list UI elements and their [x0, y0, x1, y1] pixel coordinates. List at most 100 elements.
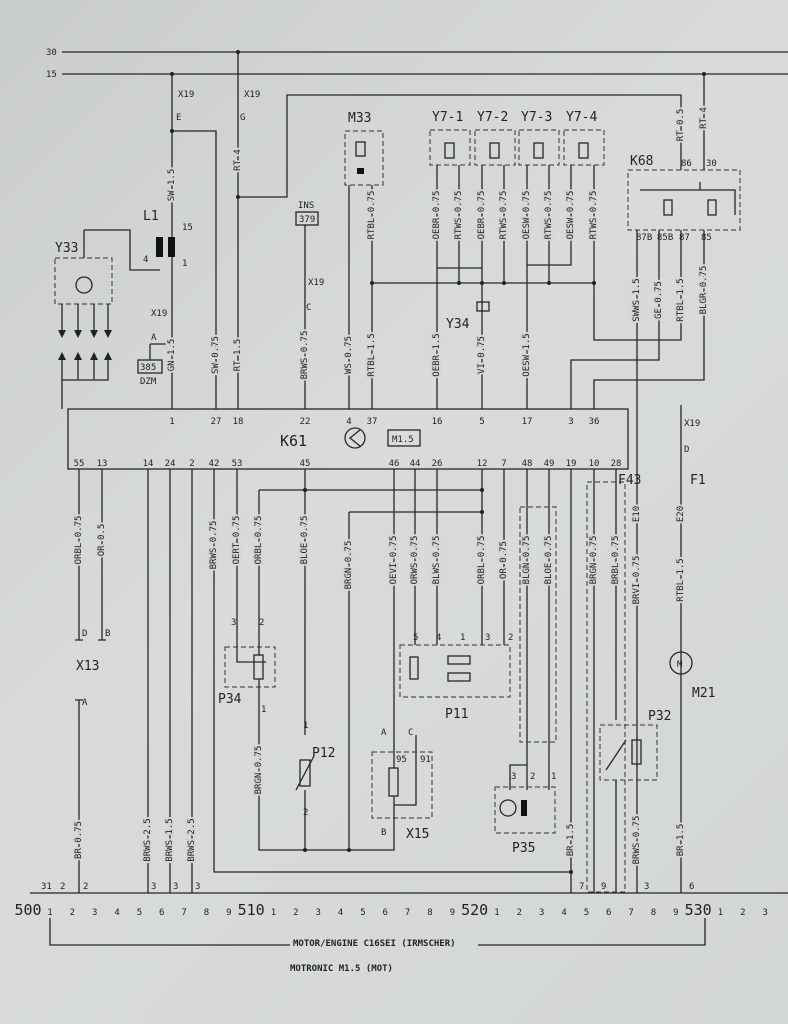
- ins-379-box: [295, 211, 319, 226]
- grid-number: 5: [137, 908, 142, 918]
- ecu-top-pin: 5: [479, 417, 484, 427]
- pin-label: 1: [303, 721, 308, 731]
- ecu-bottom-pin: 2: [189, 459, 194, 469]
- pin-label: A: [381, 728, 387, 738]
- wire-label: OEVI 0.75: [389, 536, 399, 585]
- k68-fuel-pump-relay: [627, 169, 741, 231]
- ecu-bottom-pin: 28: [611, 459, 622, 469]
- pin-label: 15: [182, 223, 193, 233]
- wire-label: RTWS 0.75: [454, 191, 464, 240]
- pin-label: 1: [460, 633, 465, 643]
- ecu-top-pin: 16: [432, 417, 443, 427]
- wire-label: OESW 1.5: [522, 333, 532, 376]
- pin-label: 91: [420, 755, 431, 765]
- component-label: P32: [648, 709, 671, 724]
- wire-label: SW 0.75: [211, 336, 221, 374]
- ecu-bottom-pin: 53: [232, 459, 243, 469]
- power-rails: 30 15: [30, 48, 788, 894]
- grid-number: 3: [92, 908, 97, 918]
- pin-label: X19: [684, 419, 700, 429]
- wire-label: RT 0.5: [676, 109, 686, 142]
- grid-number: 8: [204, 908, 209, 918]
- ecu-bottom-pin: 7: [501, 459, 506, 469]
- pin-label: DZM: [140, 377, 157, 387]
- x13-connector: [75, 639, 106, 701]
- pin-label: 2: [259, 618, 264, 628]
- wire-label: BRVI 0.75: [632, 556, 642, 605]
- dzm-box: [137, 359, 163, 374]
- grid-number: 7: [405, 908, 410, 918]
- wire-label: OEBR 0.75: [477, 191, 487, 240]
- wire-label: RTBL 0.75: [367, 191, 377, 240]
- grid-number: 520: [461, 901, 488, 919]
- ecu-top-pin: 37: [367, 417, 378, 427]
- grid-number: 2: [740, 908, 745, 918]
- pin-label: M: [677, 660, 683, 670]
- ecu-bottom-pin: 42: [209, 459, 220, 469]
- p35-crank-sensor: [494, 506, 557, 834]
- grid-number: 4: [338, 908, 343, 918]
- grid-number: 500: [14, 901, 41, 919]
- grid-number: 5: [360, 908, 365, 918]
- wire-label: ORBL 0.75: [254, 516, 264, 565]
- ground-pin-label: 2: [60, 882, 65, 892]
- wire-label: RTBL 1.5: [367, 333, 377, 376]
- component-label: P12: [312, 746, 335, 761]
- pin-label: 87B: [636, 233, 652, 243]
- grid-number: 3: [315, 908, 320, 918]
- p34-throttle-sensor: [224, 630, 276, 700]
- ecu-bottom-pin: 12: [477, 459, 488, 469]
- pin-label: 1: [182, 259, 187, 269]
- component-label: Y7-3: [521, 110, 552, 125]
- component-label: P11: [445, 707, 468, 722]
- component-label: Y33: [55, 241, 78, 256]
- ground-pin-label: 3: [173, 882, 178, 892]
- ecu-top-pin: 36: [589, 417, 600, 427]
- ecu-id: K61: [280, 432, 307, 450]
- component-label: K68: [630, 154, 653, 169]
- pin-label: 30: [706, 159, 717, 169]
- m21-fuel-pump-motor: [669, 651, 693, 675]
- grid-number: 9: [450, 908, 455, 918]
- y33-idle-actuator: [54, 257, 113, 409]
- ecu-bottom-pin: 19: [566, 459, 577, 469]
- wire-label: RTWS 0.75: [544, 191, 554, 240]
- component-label: Y7-1: [432, 110, 463, 125]
- wire-label: GE 0.75: [654, 281, 664, 319]
- pin-label: G: [240, 113, 245, 123]
- pin-label: C: [306, 303, 311, 313]
- grid-number: 7: [628, 908, 633, 918]
- rail-30-label: 30: [46, 48, 57, 58]
- component-label: Y34: [446, 317, 470, 332]
- pin-label: A: [151, 333, 157, 343]
- pin-label: 85B: [657, 233, 673, 243]
- pin-label: X19: [178, 90, 194, 100]
- pin-label: 5: [413, 633, 418, 643]
- wire-label: BRWS 0.75: [300, 331, 310, 380]
- grid-number: 2: [293, 908, 298, 918]
- pin-label: 2: [508, 633, 513, 643]
- wire-label: BRGN 0.75: [344, 541, 354, 590]
- ecu-bottom-pin: 14: [143, 459, 154, 469]
- ground-pin-label: 31: [41, 882, 52, 892]
- pin-label: X19: [308, 278, 324, 288]
- pin-label: X19: [151, 309, 167, 319]
- component-label: L1: [143, 209, 159, 224]
- grid-number: 9: [673, 908, 678, 918]
- wire-label: OR 0.5: [97, 524, 107, 557]
- ecu-top-pin: 4: [346, 417, 351, 427]
- wire-label: BLOE 0.75: [300, 516, 310, 565]
- pin-label: B: [105, 629, 110, 639]
- wire-label: BLWS 0.75: [432, 536, 442, 585]
- pin-label: 87: [679, 233, 690, 243]
- grid-number: 1: [718, 908, 723, 918]
- component-label: M21: [692, 686, 715, 701]
- ground-pin-label: 3: [151, 882, 156, 892]
- ecu-top-pin: 22: [300, 417, 311, 427]
- ecu-top-pin: 1: [169, 417, 174, 427]
- wire-label: ORWS 0.75: [410, 536, 420, 585]
- wire-label: OR 0.75: [499, 541, 509, 579]
- pin-label: 3: [485, 633, 490, 643]
- component-label: M33: [348, 111, 371, 126]
